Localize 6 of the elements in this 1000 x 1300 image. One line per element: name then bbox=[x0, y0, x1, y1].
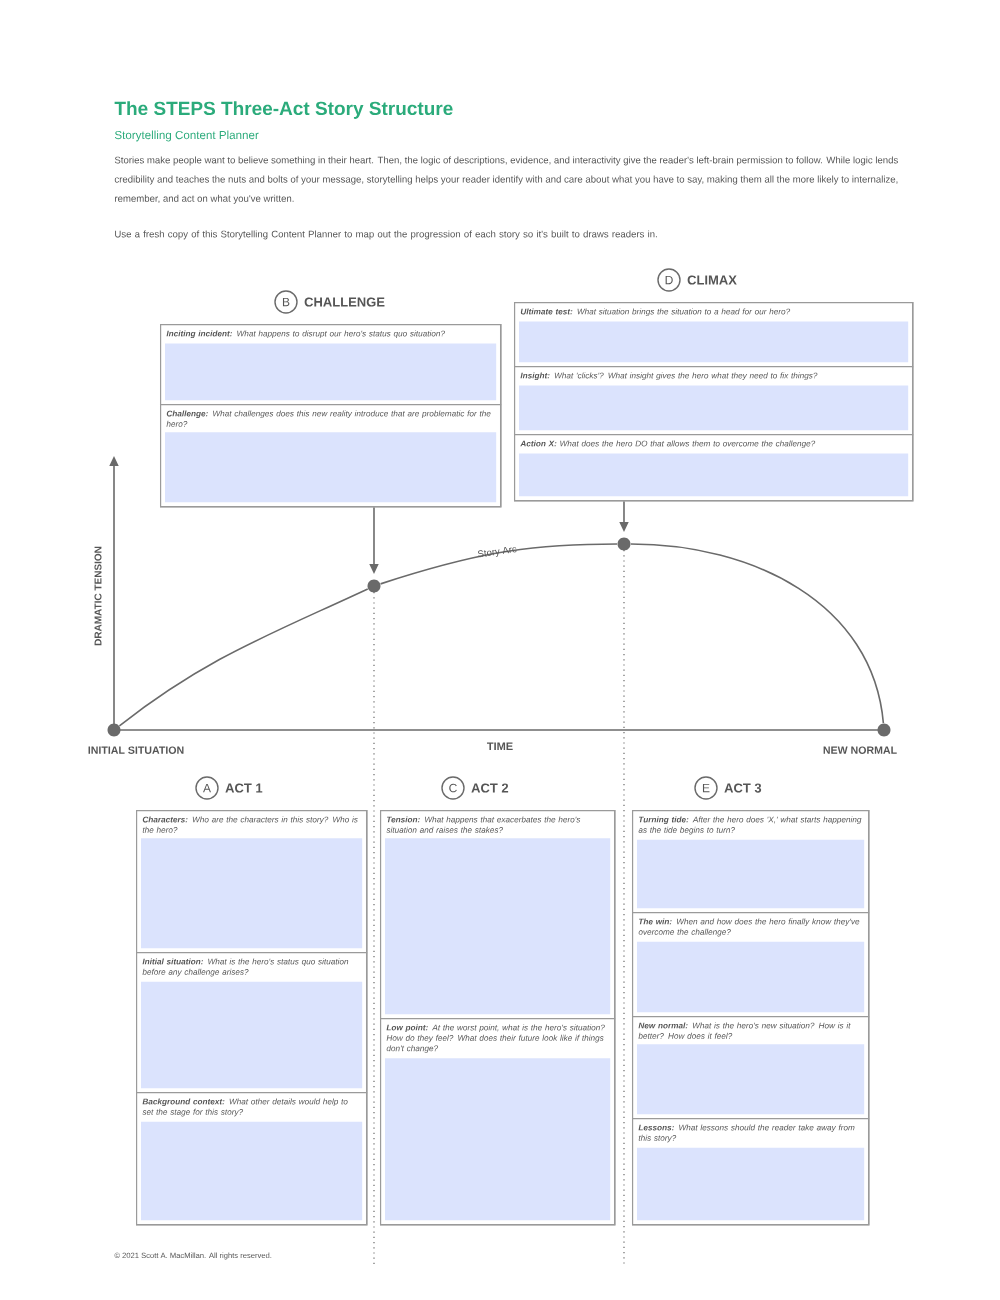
story-arc-line bbox=[379, 543, 618, 585]
story-arc-line bbox=[630, 543, 885, 724]
arc-point bbox=[367, 579, 381, 593]
title: The STEPS Three-Act Story Structure bbox=[114, 101, 453, 119]
story-arc-line bbox=[118, 588, 369, 727]
arc-point bbox=[617, 537, 631, 551]
